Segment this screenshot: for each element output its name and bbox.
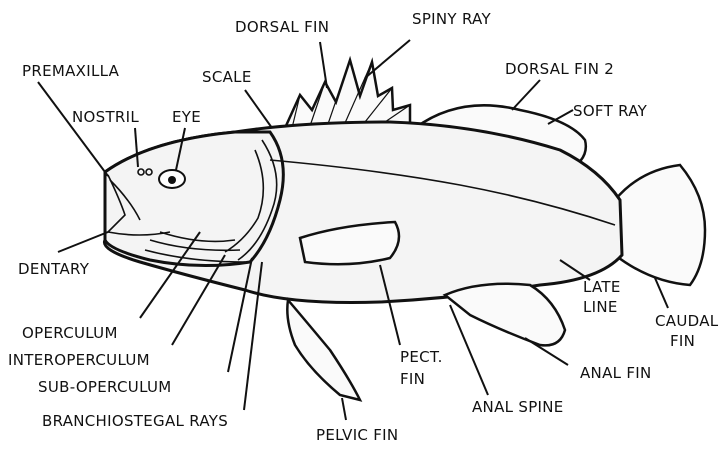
label-spiny-ray: SPINY RAY [412,10,491,28]
label-dentary: DENTARY [18,260,90,278]
label-dorsal-fin: DORSAL FIN [235,18,329,36]
label-sub-operculum: SUB-OPERCULUM [38,378,172,396]
label-interoperculum: INTEROPERCULUM [8,351,150,369]
label-premaxilla: PREMAXILLA [22,62,120,80]
label-pect-fin-2: FIN [400,370,425,388]
label-anal-fin: ANAL FIN [580,364,652,382]
label-eye: EYE [172,108,201,126]
label-anal-spine: ANAL SPINE [472,398,564,416]
label-caudal-fin-1: CAUDAL [655,312,719,330]
eye-shape [159,170,185,188]
label-caudal-fin-2: FIN [670,332,695,350]
label-branchiostegal-rays: BRANCHIOSTEGAL RAYS [42,412,228,430]
label-pect-fin-1: PECT. [400,348,443,366]
caudal-fin-shape [615,165,705,285]
label-dorsal-fin-2: DORSAL FIN 2 [505,60,614,78]
label-operculum: OPERCULUM [22,324,118,342]
label-scale: SCALE [202,68,252,86]
label-late-line-2: LINE [583,298,618,316]
label-pelvic-fin: PELVIC FIN [316,426,398,444]
label-soft-ray: SOFT RAY [573,102,648,120]
label-nostril: NOSTRIL [72,108,139,126]
pelvic-fin-shape [287,300,360,400]
label-late-line-1: LATE [583,278,621,296]
